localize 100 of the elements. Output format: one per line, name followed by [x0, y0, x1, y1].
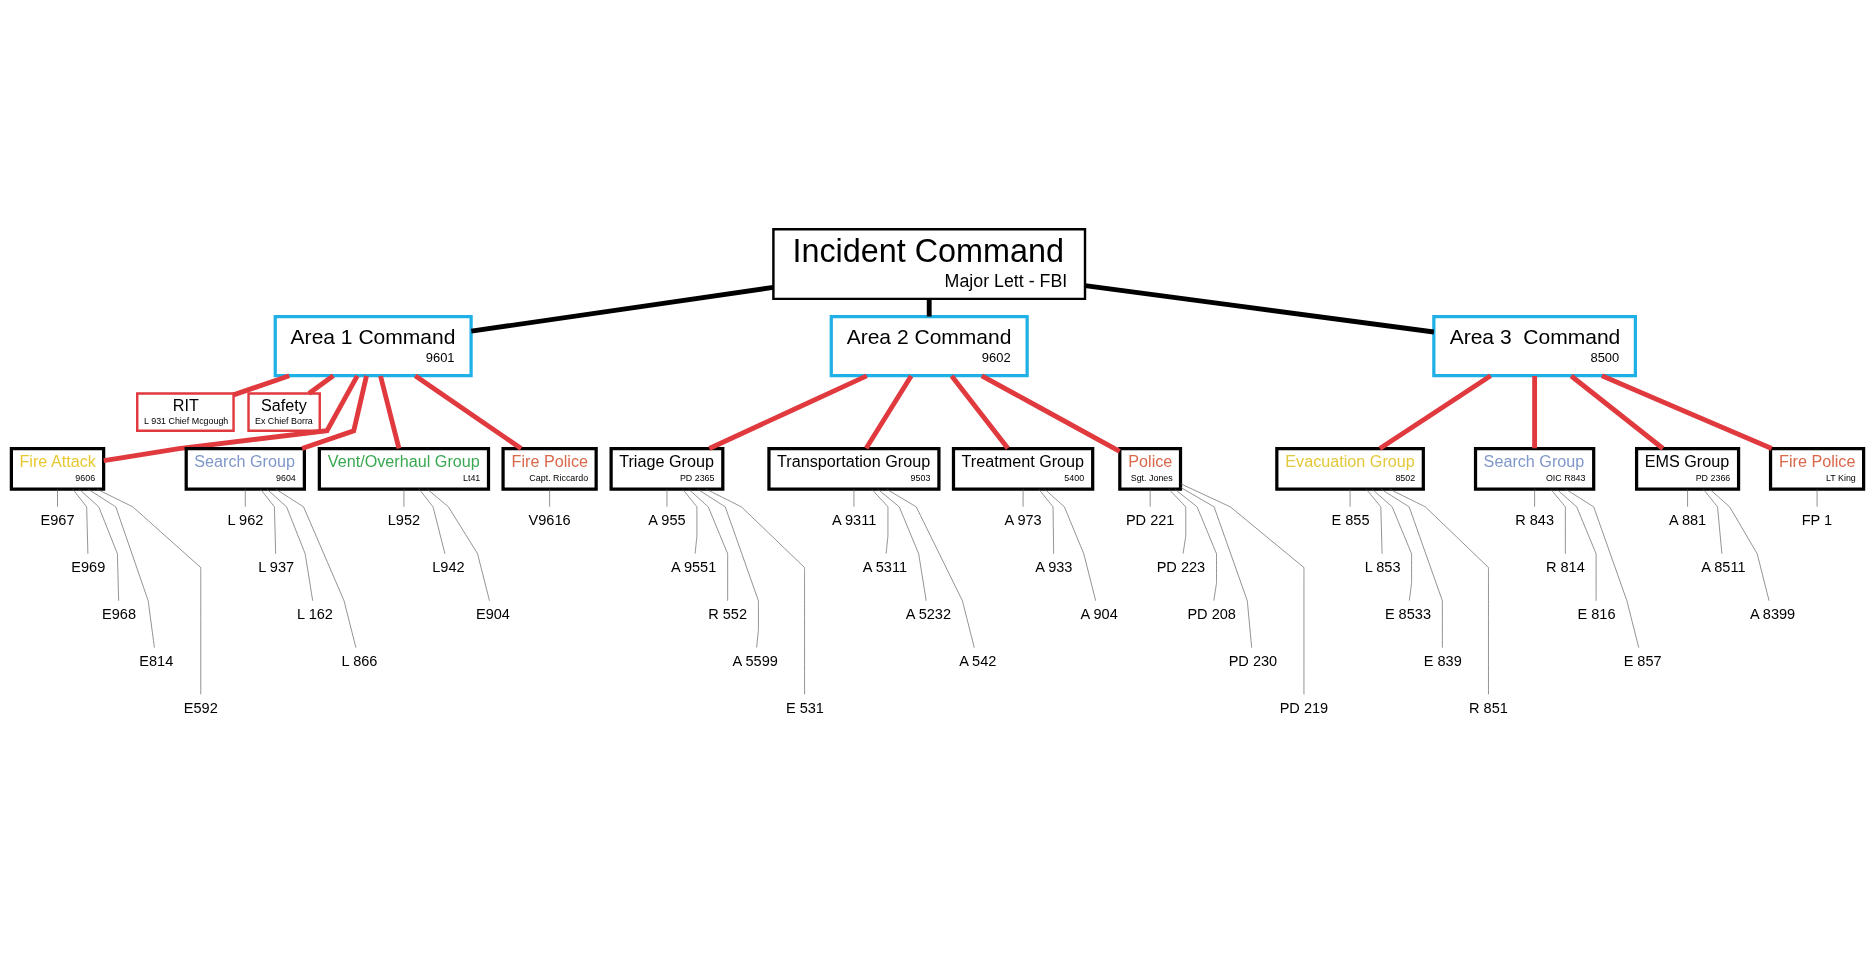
connector	[1702, 488, 1723, 555]
node-text: R 851	[1469, 699, 1508, 716]
connector	[57, 488, 58, 508]
node-text: A 973	[1004, 511, 1042, 528]
node-box: Search Group 9604	[184, 446, 306, 491]
connector	[853, 488, 855, 508]
connector	[244, 488, 246, 508]
node-box: Triage Group PD 2365	[609, 446, 725, 491]
node-text: L 866	[341, 652, 378, 669]
connector	[1084, 283, 1435, 335]
connector	[980, 373, 1121, 454]
connector	[1022, 488, 1024, 508]
connector	[1365, 488, 1383, 555]
connector	[418, 488, 446, 555]
connector	[87, 488, 155, 648]
node-text: L 162	[297, 605, 333, 622]
connector	[1569, 374, 1665, 451]
node-text: PD 223	[1156, 558, 1206, 575]
connector	[1709, 488, 1770, 602]
node-text: A 8511	[1701, 558, 1746, 575]
node-text: E 531	[785, 699, 824, 716]
node-text: E904	[475, 605, 510, 622]
node-text: A 881	[1668, 511, 1707, 528]
connector	[1174, 488, 1217, 601]
node-text: V9616	[528, 511, 571, 528]
connector	[1600, 373, 1773, 451]
connector	[682, 488, 698, 554]
connector	[1149, 488, 1151, 508]
connector	[426, 488, 490, 602]
node-text: A 8399	[1749, 605, 1796, 622]
connector	[708, 373, 868, 451]
connector	[1687, 488, 1688, 508]
node-box: Incident Command Major Lett - FBI	[772, 228, 1087, 301]
connector	[78, 488, 119, 602]
connector	[413, 373, 523, 451]
node-box: Evacuation Group 8502	[1275, 446, 1425, 491]
connector	[1371, 488, 1412, 601]
connector	[266, 488, 313, 602]
node-text: PD 219	[1279, 699, 1329, 716]
node-text: E 857	[1623, 652, 1662, 669]
node-box: Fire Police LT King	[1768, 446, 1866, 491]
node-box: Area 3 Command 8500	[1432, 315, 1637, 378]
connector	[1349, 488, 1351, 508]
node-text: L952	[387, 511, 421, 528]
node-text: PD 230	[1228, 652, 1278, 669]
node-text: R 552	[708, 605, 748, 622]
node-text: FP 1	[1801, 511, 1833, 528]
node-text: A 5599	[732, 652, 778, 669]
connector	[1378, 373, 1492, 451]
node-text: A 955	[648, 511, 686, 528]
connector	[688, 488, 728, 602]
connector	[1550, 488, 1566, 555]
node-box: Police Sgt. Jones	[1118, 446, 1183, 491]
node-text: E 816	[1577, 605, 1616, 622]
node-text: E969	[71, 558, 106, 575]
node-text: A 5232	[905, 605, 952, 622]
connector	[378, 375, 402, 449]
node-box: Safety Ex Chief Borra	[247, 392, 321, 432]
connector	[949, 374, 1010, 450]
node-text: E 855	[1331, 511, 1370, 528]
node-text: E592	[183, 699, 218, 716]
node-text: L942	[432, 558, 465, 575]
connector	[1168, 488, 1187, 554]
node-box: RIT L 931 Chief Mcgough	[136, 392, 235, 432]
connector	[1044, 488, 1096, 602]
node-text: A 9551	[671, 558, 717, 575]
node-text: A 9311	[832, 511, 877, 528]
connector	[307, 373, 335, 396]
connector	[697, 488, 759, 648]
connector	[301, 375, 369, 451]
node-text: L 937	[258, 558, 295, 575]
node-text: E968	[102, 605, 137, 622]
node-text: E 8533	[1384, 605, 1431, 622]
connector	[275, 488, 357, 648]
node-text: A 904	[1080, 605, 1118, 622]
node-box: Treatment Group 5400	[951, 446, 1095, 491]
node-text: A 5311	[862, 558, 908, 575]
node-text: PD 208	[1187, 605, 1236, 622]
connector	[96, 488, 202, 695]
connector	[470, 285, 774, 334]
node-text: L 853	[1364, 558, 1401, 575]
connector	[403, 488, 405, 508]
node-text: E 839	[1423, 652, 1462, 669]
node-box: EMS Group PD 2366	[1634, 446, 1741, 491]
node-box: Search Group OIC R843	[1473, 446, 1596, 491]
connector	[1816, 488, 1818, 508]
connector	[72, 488, 89, 555]
connector	[1534, 488, 1535, 508]
node-box: Area 2 Command 9602	[829, 315, 1029, 378]
connector	[1565, 488, 1640, 648]
node-box: Transportation Group 9503	[767, 446, 941, 491]
node-text: PD 221	[1125, 511, 1175, 528]
connector	[1380, 488, 1443, 648]
node-text: R 814	[1545, 558, 1585, 575]
node-box: Area 1 Command 9601	[273, 315, 473, 378]
connector	[886, 488, 975, 648]
node-box: Fire Police Capt. Riccardo	[501, 446, 598, 491]
connector	[1180, 483, 1305, 695]
connector	[1180, 487, 1252, 648]
connector	[232, 373, 290, 398]
